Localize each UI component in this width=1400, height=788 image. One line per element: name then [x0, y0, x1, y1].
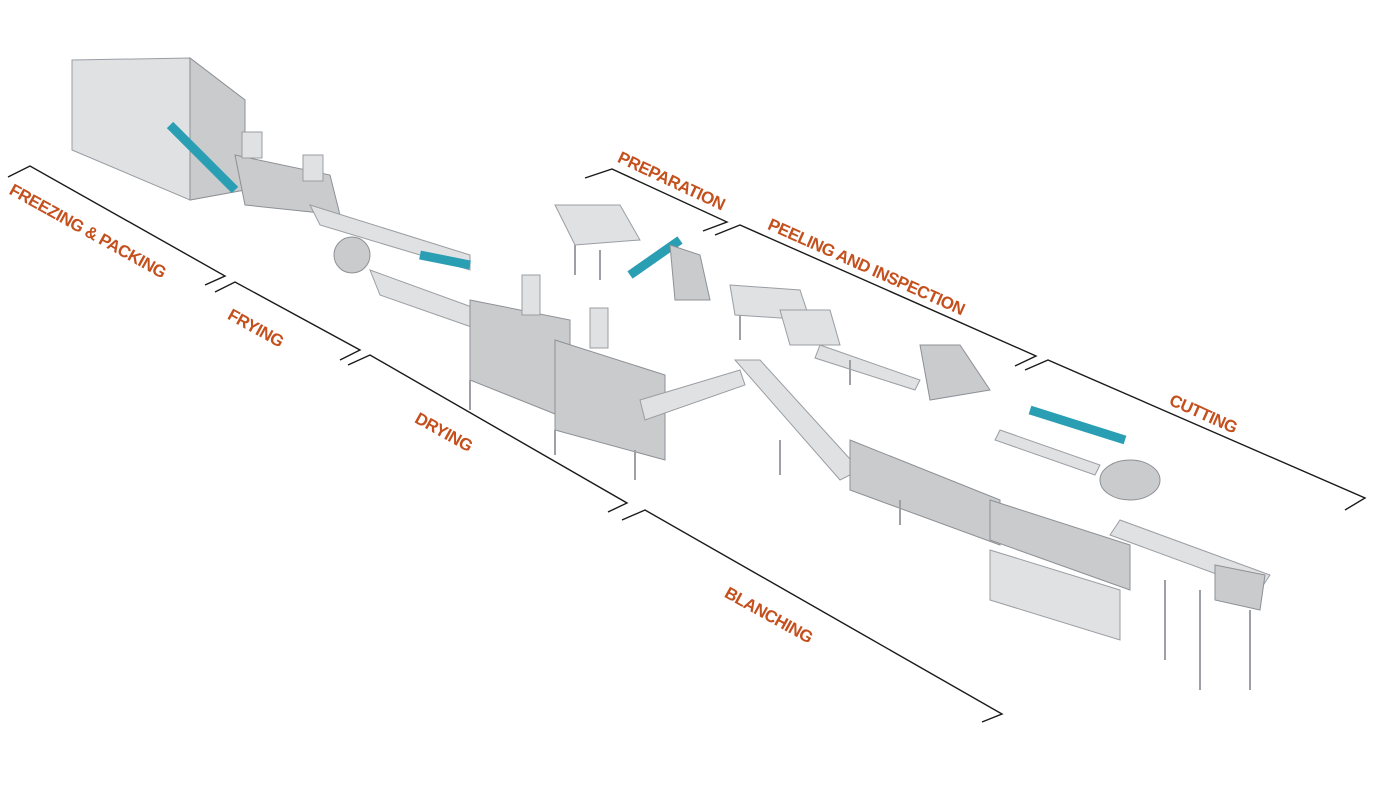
- label-frying: FRYING: [225, 305, 287, 351]
- freezer-unit: [71, 56, 246, 201]
- bracket-blanching: [621, 509, 1004, 723]
- fryer-units: [234, 131, 471, 274]
- dryer-units: [369, 269, 746, 480]
- bracket-drying: [347, 354, 629, 513]
- preparation-units: [554, 204, 711, 301]
- label-preparation: PREPARATION: [615, 148, 728, 214]
- bracket-frying: [214, 281, 362, 361]
- peeling-units: [729, 284, 991, 401]
- machinery: [71, 56, 1271, 690]
- bracket-freezing: [7, 165, 227, 286]
- blanching-units: [733, 359, 1131, 641]
- label-blanching: BLANCHING: [721, 583, 816, 647]
- bracket-cutting: [1024, 359, 1367, 511]
- bracket-peeling: [714, 224, 1038, 367]
- bracket-preparation: [584, 168, 729, 232]
- label-cutting: CUTTING: [1166, 391, 1240, 438]
- cutting-units: [994, 405, 1271, 690]
- label-drying: DRYING: [412, 409, 476, 456]
